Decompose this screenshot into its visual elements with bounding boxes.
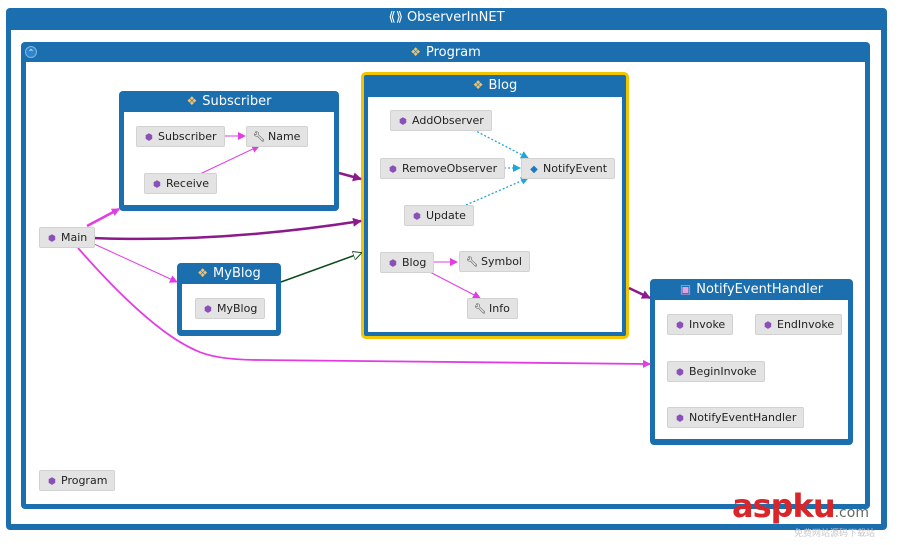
edge-main-blog <box>91 217 362 241</box>
edge-myblog-blog <box>280 253 361 283</box>
program-title: Program <box>425 45 481 60</box>
node-endinvoke[interactable]: ⬢EndInvoke <box>755 314 843 335</box>
collapse-button[interactable]: ⌃ <box>25 46 37 58</box>
node-info[interactable]: 🔧︎Info <box>467 298 518 319</box>
subscriber-title: Subscriber <box>202 94 272 109</box>
cube-icon: ⬢ <box>145 133 153 143</box>
node-removeobserver[interactable]: ⬢RemoveObserver <box>380 158 506 179</box>
wrench-icon: 🔧︎ <box>252 132 266 143</box>
cube-icon: ⬢ <box>153 180 161 190</box>
cube-icon: ⬢ <box>48 234 56 244</box>
node-begininvoke[interactable]: ⬢BeginInvoke <box>667 361 765 382</box>
cube-icon: ⬢ <box>676 414 684 424</box>
node-addobserver[interactable]: ⬢AddObserver <box>390 110 492 131</box>
cube-icon: ⬢ <box>676 368 684 378</box>
node-update[interactable]: ⬢Update <box>404 205 474 226</box>
watermark-subtitle: 免费网站源码下载站 <box>794 529 876 539</box>
delegate-icon: ▣ <box>679 282 692 296</box>
cube-icon: ⬢ <box>676 321 684 331</box>
node-receive[interactable]: ⬢Receive <box>144 173 218 194</box>
edge-blog-handler <box>628 286 651 300</box>
myblog-header[interactable]: ❖ MyBlog <box>177 263 281 283</box>
node-subscriber[interactable]: ⬢Subscriber <box>136 126 225 147</box>
cube-icon: ⬢ <box>389 259 397 269</box>
node-name[interactable]: 🔧︎Name <box>246 126 309 147</box>
edge-update-notify <box>465 177 529 206</box>
myblog-title: MyBlog <box>213 266 261 281</box>
subscriber-header[interactable]: ❖ Subscriber <box>119 91 339 111</box>
cube-icon: ⬢ <box>413 212 421 222</box>
node-blog-ctor[interactable]: ⬢Blog <box>380 252 435 273</box>
edge-receive-name <box>199 145 260 175</box>
node-invoke[interactable]: ⬢Invoke <box>667 314 734 335</box>
cube-icon: ⬢ <box>48 477 56 487</box>
wrench-icon: 🔧︎ <box>465 257 479 268</box>
blog-header[interactable]: ❖ Blog <box>364 75 626 95</box>
handler-title: NotifyEventHandler <box>696 282 824 297</box>
cube-icon: ⬢ <box>204 305 212 315</box>
class-icon: ❖ <box>186 94 198 108</box>
event-icon: ◆ <box>530 164 538 175</box>
node-notifyevent[interactable]: ◆NotifyEvent <box>521 158 616 179</box>
cube-icon: ⬢ <box>399 117 407 127</box>
edge-main-subscriber <box>86 207 120 228</box>
node-symbol[interactable]: 🔧︎Symbol <box>459 251 530 272</box>
handler-header[interactable]: ▣ NotifyEventHandler <box>650 279 853 299</box>
watermark: aspku.com 免费网站源码下载站 <box>732 488 902 543</box>
class-icon: ❖ <box>410 45 421 59</box>
edge-addobserver-notify <box>469 127 529 159</box>
node-myblog[interactable]: ⬢MyBlog <box>195 298 266 319</box>
namespace-header[interactable]: ⟪⟫ObserverInNET <box>6 8 887 28</box>
namespace-icon: ⟪⟫ <box>388 10 403 25</box>
node-main[interactable]: ⬢Main <box>39 227 96 248</box>
node-notifyeventhandler[interactable]: ⬢NotifyEventHandler <box>667 407 805 428</box>
cube-icon: ⬢ <box>389 165 397 175</box>
node-program[interactable]: ⬢Program <box>39 470 116 491</box>
cube-icon: ⬢ <box>764 321 772 331</box>
watermark-logo: aspku.com <box>732 487 869 525</box>
edge-blog-info <box>427 270 481 299</box>
program-header[interactable]: ❖ Program <box>21 42 870 62</box>
blog-title: Blog <box>488 78 518 93</box>
class-icon: ❖ <box>472 78 484 92</box>
class-icon: ❖ <box>197 266 209 280</box>
edge-main-handler <box>77 247 651 368</box>
edge-main-myblog <box>91 242 178 283</box>
wrench-icon: 🔧︎ <box>473 304 487 315</box>
namespace-title: ObserverInNET <box>406 10 505 25</box>
edge-subscriber-blog <box>338 171 362 182</box>
